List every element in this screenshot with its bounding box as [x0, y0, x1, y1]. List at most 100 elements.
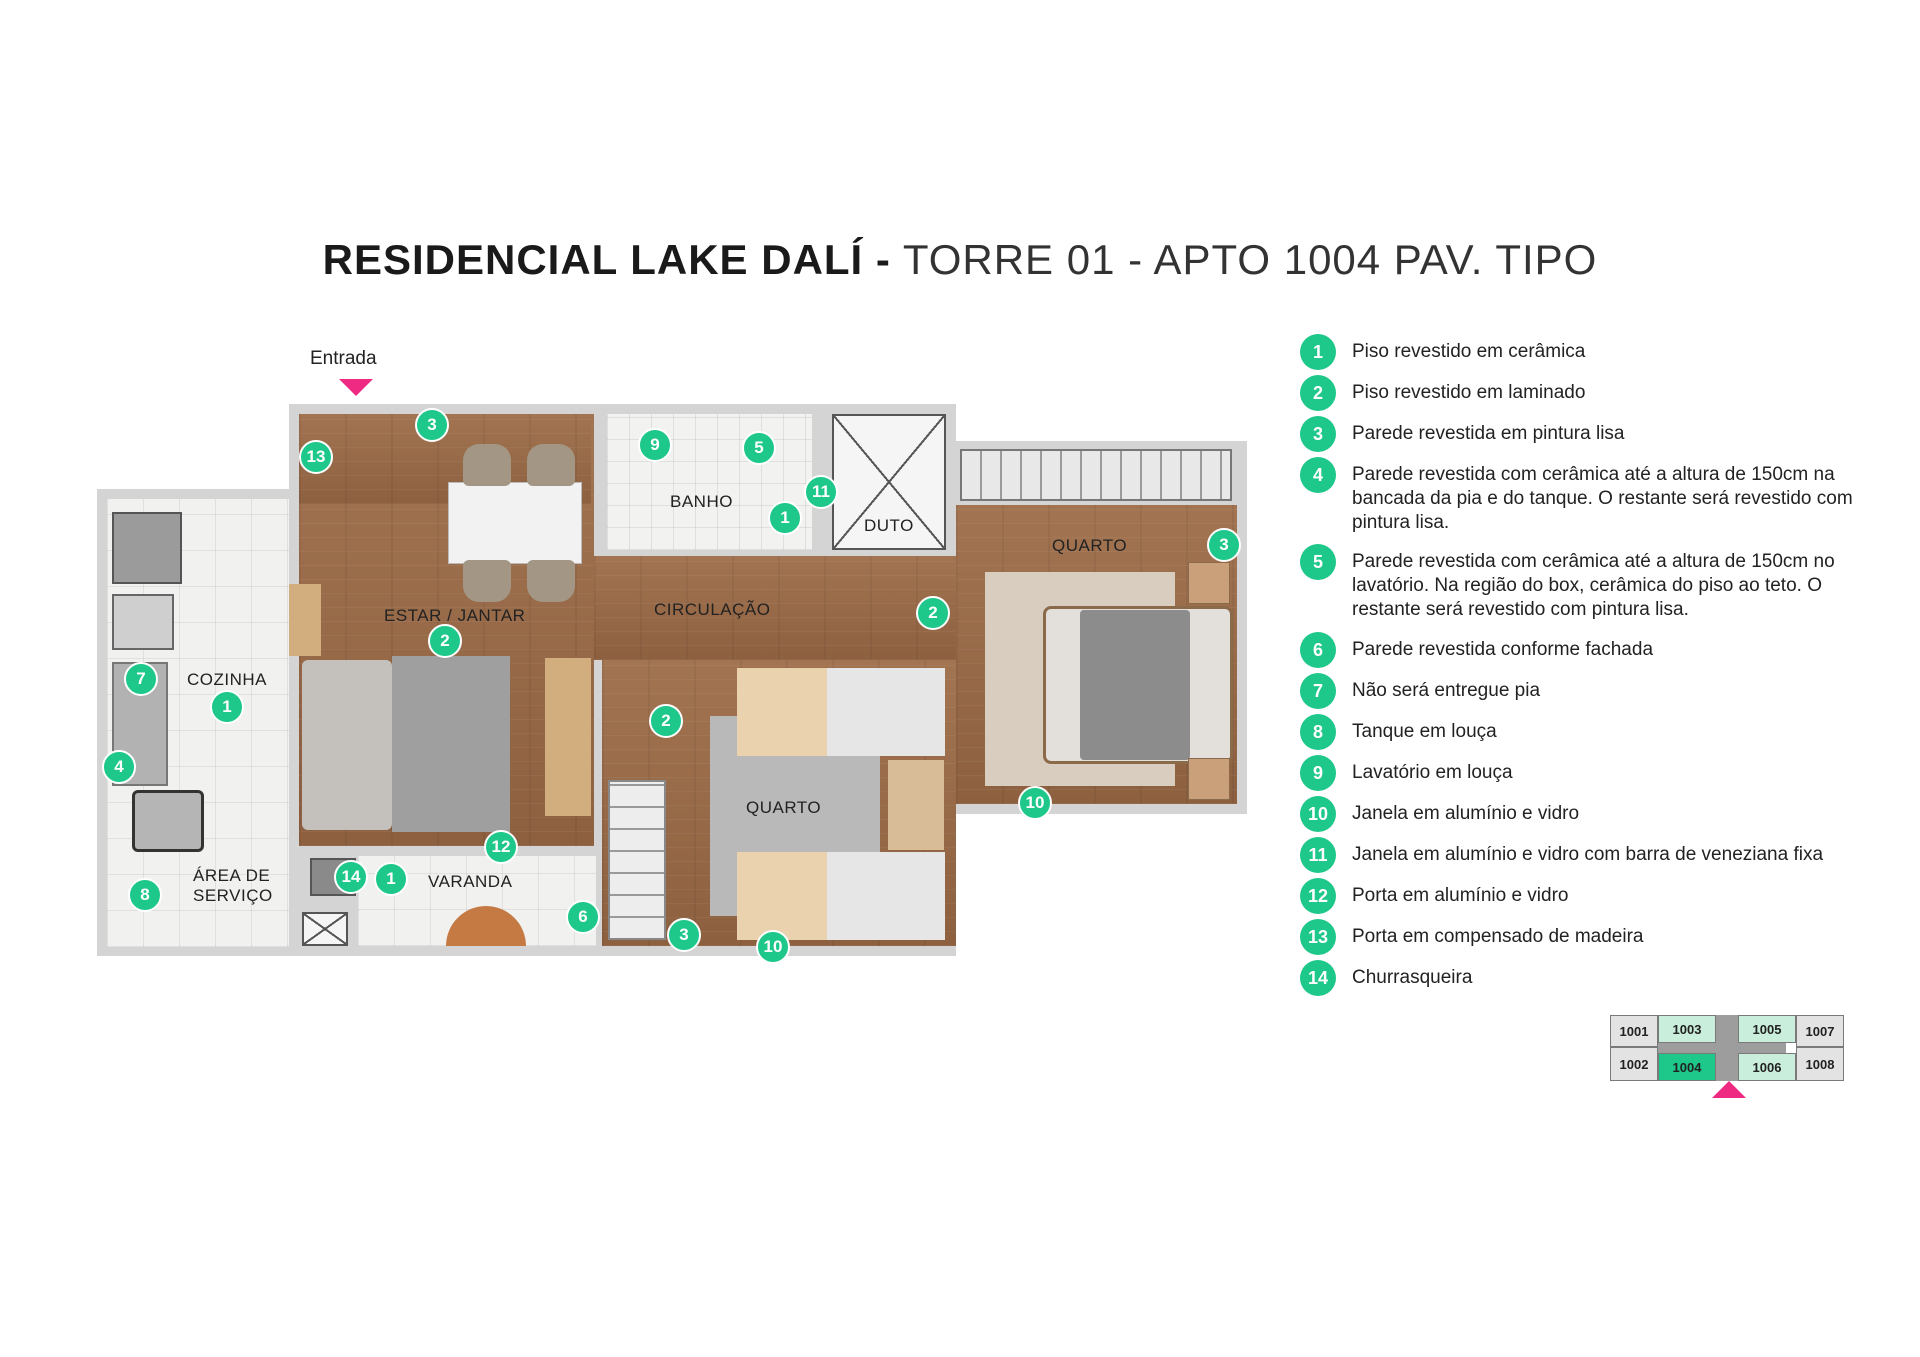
plan-badge-12: 12 — [484, 830, 518, 864]
label-duto: DUTO — [864, 516, 914, 535]
plan-badge-3-entrance: 3 — [415, 408, 449, 442]
plan-badge-4: 4 — [102, 750, 136, 784]
legend-number: 4 — [1300, 457, 1336, 493]
plan-badge-8: 8 — [128, 878, 162, 912]
fridge — [112, 512, 182, 584]
title-unit: TORRE 01 - APTO 1004 PAV. TIPO — [902, 236, 1598, 283]
bed-blanket — [1080, 610, 1190, 760]
legend-number: 6 — [1300, 632, 1336, 668]
legend-text: Tanque em louça — [1352, 721, 1497, 742]
legend-text: Parede revestida com cerâmica até a altu… — [1352, 551, 1835, 620]
legend-number: 12 — [1300, 878, 1336, 914]
legend-item: 5 Parede revestida com cerâmica até a al… — [1300, 544, 1892, 622]
dining-chair-2 — [527, 444, 575, 486]
legend-text: Lavatório em louça — [1352, 762, 1513, 783]
legend-item: 12 Porta em alumínio e vidro — [1300, 878, 1892, 914]
key-plan-unit-1004: 1004 — [1658, 1053, 1716, 1081]
plan-badge-9: 9 — [638, 428, 672, 462]
key-plan-corridor — [1658, 1043, 1786, 1053]
dining-chair-3 — [463, 560, 511, 602]
legend-text: Janela em alumínio e vidro com barra de … — [1352, 844, 1824, 865]
dining-chair-4 — [527, 560, 575, 602]
plan-badge-3-quarto: 3 — [1207, 528, 1241, 562]
key-plan-unit-1007: 1007 — [1796, 1015, 1844, 1047]
tv-rack — [545, 658, 591, 816]
closet-second — [608, 780, 666, 940]
entrance-arrow-icon — [339, 379, 373, 396]
legend-item: 4 Parede revestida com cerâmica até a al… — [1300, 457, 1892, 535]
room-cozinha-floor — [107, 499, 289, 947]
single-bed-bottom — [737, 852, 945, 940]
label-quarto-main: QUARTO — [1052, 536, 1128, 555]
duto-shaft — [832, 414, 946, 550]
legend-text: Parede revestida conforme fachada — [1352, 639, 1654, 660]
legend-number: 1 — [1300, 334, 1336, 370]
plan-badge-1-banho: 1 — [768, 501, 802, 535]
label-area-servico-1: ÁREA DE — [193, 866, 271, 885]
legend-text: Janela em alumínio e vidro — [1352, 803, 1580, 824]
key-plan-unit-1001: 1001 — [1610, 1015, 1658, 1047]
key-plan-unit-1005: 1005 — [1738, 1015, 1796, 1043]
plan-badge-2-circulacao: 2 — [916, 596, 950, 630]
key-plan-unit-1003: 1003 — [1658, 1015, 1716, 1043]
label-area-servico-2: SERVIÇO — [193, 886, 273, 905]
label-circulacao: CIRCULAÇÃO — [654, 600, 771, 619]
key-plan-unit-1002: 1002 — [1610, 1047, 1658, 1081]
legend-text: Churrasqueira — [1352, 967, 1473, 988]
label-estar-jantar: ESTAR / JANTAR — [384, 606, 526, 625]
legend-number: 3 — [1300, 416, 1336, 452]
single-bed-top — [737, 668, 945, 756]
label-varanda: VARANDA — [428, 872, 513, 891]
plan-badge-2-estar: 2 — [428, 624, 462, 658]
key-plan-unit-1006: 1006 — [1738, 1053, 1796, 1081]
legend-item: 7 Não será entregue pia — [1300, 673, 1892, 709]
sofa — [302, 660, 392, 830]
dining-table — [448, 482, 582, 564]
title-project: RESIDENCIAL LAKE DALÍ - — [322, 236, 891, 283]
washing-machine — [132, 790, 204, 852]
duto-small — [302, 912, 348, 946]
plan-badge-10-quarto-second: 10 — [756, 930, 790, 964]
key-plan-unit-1008: 1008 — [1796, 1047, 1844, 1081]
legend-item: 10 Janela em alumínio e vidro — [1300, 796, 1892, 832]
legend-number: 5 — [1300, 544, 1336, 580]
key-plan-entrance-arrow-icon — [1712, 1081, 1746, 1098]
plan-badge-7: 7 — [124, 662, 158, 696]
legend-number: 13 — [1300, 919, 1336, 955]
legend-item: 13 Porta em compensado de madeira — [1300, 919, 1892, 955]
plan-badge-11: 11 — [804, 475, 838, 509]
legend-item: 9 Lavatório em louça — [1300, 755, 1892, 791]
legend-number: 14 — [1300, 960, 1336, 996]
legend-item: 3 Parede revestida em pintura lisa — [1300, 416, 1892, 452]
stove — [112, 594, 174, 650]
wardrobe — [960, 449, 1232, 501]
plan-badge-5: 5 — [742, 431, 776, 465]
legend-number: 8 — [1300, 714, 1336, 750]
plan-badge-1-varanda: 1 — [374, 862, 408, 896]
legend-item: 2 Piso revestido em laminado — [1300, 375, 1892, 411]
plan-badge-1-cozinha: 1 — [210, 690, 244, 724]
legend-text: Porta em alumínio e vidro — [1352, 885, 1569, 906]
desk — [888, 760, 944, 850]
legend-number: 11 — [1300, 837, 1336, 873]
room-circulacao-floor — [594, 556, 956, 660]
key-plan: 1001 1003 1005 1007 1002 1004 1006 1008 — [1610, 1015, 1844, 1081]
legend-text: Parede revestida com cerâmica até a altu… — [1352, 464, 1853, 533]
nightstand-bottom — [1188, 758, 1230, 800]
legend-number: 9 — [1300, 755, 1336, 791]
label-banho: BANHO — [670, 492, 733, 511]
label-cozinha: COZINHA — [187, 670, 267, 689]
label-quarto-second: QUARTO — [746, 798, 822, 817]
dining-chair-1 — [463, 444, 511, 486]
legend-item: 6 Parede revestida conforme fachada — [1300, 632, 1892, 668]
nightstand-top — [1188, 562, 1230, 604]
plan-badge-6: 6 — [566, 900, 600, 934]
legend-text: Piso revestido em cerâmica — [1352, 341, 1586, 362]
page-title: RESIDENCIAL LAKE DALÍ - TORRE 01 - APTO … — [0, 236, 1920, 284]
plan-badge-13: 13 — [299, 440, 333, 474]
rug-living — [392, 656, 510, 832]
legend-number: 10 — [1300, 796, 1336, 832]
legend-number: 7 — [1300, 673, 1336, 709]
plan-badge-10-quarto-main: 10 — [1018, 786, 1052, 820]
